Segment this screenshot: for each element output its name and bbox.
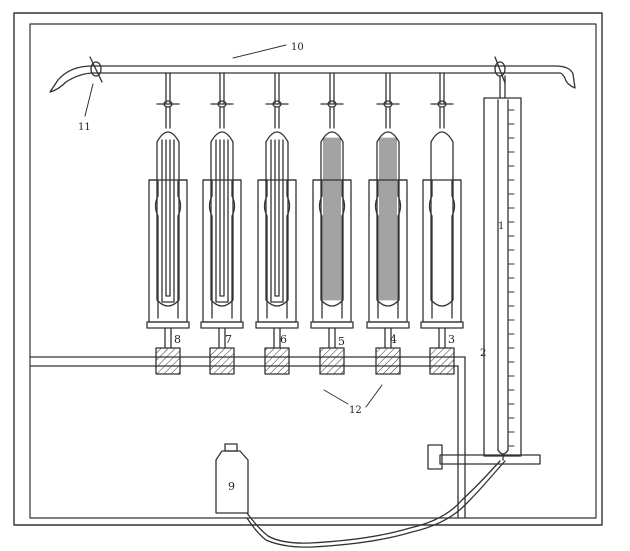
tube-assemblies bbox=[146, 72, 464, 375]
top-manifold bbox=[49, 56, 576, 99]
left-valve-icon bbox=[89, 56, 103, 83]
u-tube bbox=[215, 139, 229, 303]
inner-tube bbox=[430, 131, 454, 307]
tube-jacket bbox=[257, 179, 297, 323]
column-base bbox=[427, 444, 541, 470]
inner-tube bbox=[265, 131, 289, 307]
inner-tube bbox=[156, 131, 180, 307]
tube-assembly bbox=[255, 72, 299, 375]
flexible-tube bbox=[246, 460, 506, 548]
u-tube bbox=[270, 139, 284, 303]
connector-block bbox=[264, 347, 290, 375]
collector-pipe bbox=[29, 356, 466, 519]
connector-block bbox=[375, 347, 401, 375]
tube-assembly bbox=[366, 72, 410, 375]
enclosure-frame bbox=[13, 12, 603, 526]
tube-jacket bbox=[422, 179, 462, 323]
connector-block bbox=[155, 347, 181, 375]
connector-block bbox=[319, 347, 345, 375]
label-left-valve: 11 bbox=[78, 122, 91, 133]
tube-jacket bbox=[202, 179, 242, 323]
label-column: 1 bbox=[498, 221, 504, 232]
tube-number-label: 7 bbox=[225, 333, 232, 346]
connector-block bbox=[429, 347, 455, 375]
inner-tube bbox=[320, 131, 344, 307]
label-leaders bbox=[84, 44, 383, 408]
tube-number-label: 4 bbox=[390, 333, 397, 346]
tube-number-label: 8 bbox=[174, 333, 181, 346]
tube-number-label: 6 bbox=[280, 333, 287, 346]
graduated-column bbox=[483, 97, 522, 461]
inner-tube bbox=[376, 131, 400, 307]
tube-number-label: 3 bbox=[448, 333, 455, 346]
label-collector: 12 bbox=[349, 405, 362, 416]
inner-tube bbox=[210, 131, 234, 307]
u-tube bbox=[161, 139, 175, 303]
reservoir-bottle bbox=[215, 443, 249, 514]
connector-block bbox=[209, 347, 235, 375]
tube-number-label: 5 bbox=[338, 335, 345, 348]
tube-assembly bbox=[310, 72, 354, 375]
label-manifold: 10 bbox=[291, 42, 304, 53]
tube-jacket bbox=[148, 179, 188, 323]
label-column-inner: 2 bbox=[480, 348, 486, 359]
tube-assembly bbox=[420, 72, 464, 375]
label-bottle: 9 bbox=[228, 480, 235, 493]
tube-assembly bbox=[200, 72, 244, 375]
tube-assembly bbox=[146, 72, 190, 375]
